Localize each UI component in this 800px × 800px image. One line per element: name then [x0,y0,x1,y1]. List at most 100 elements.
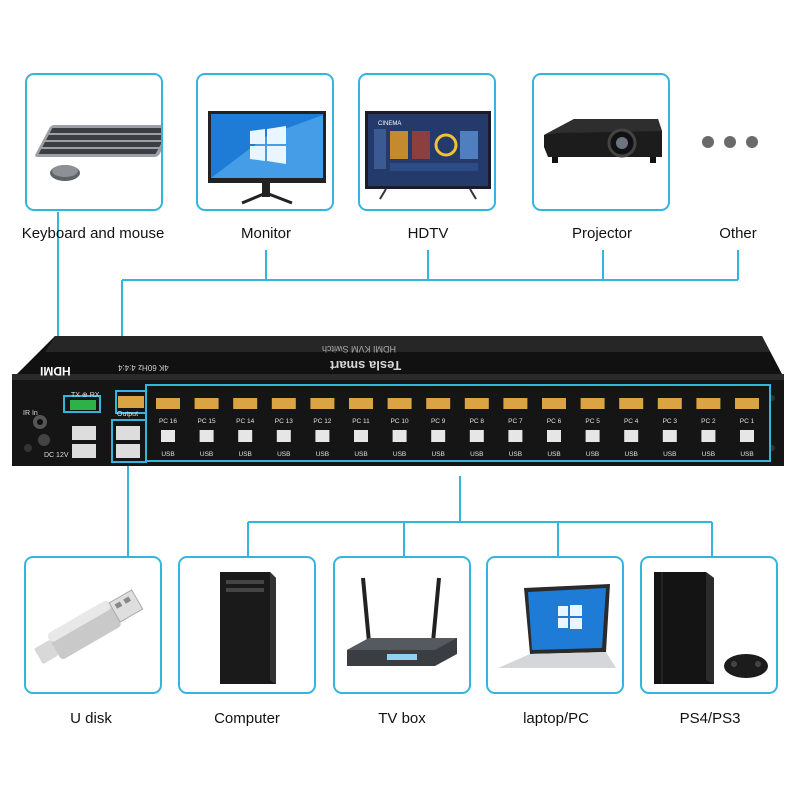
output-label-other: Other [719,225,757,242]
desktop-tower-icon [220,572,276,684]
usb-port-label: USB [702,451,715,458]
usb-port-label: USB [509,451,522,458]
hdmi-port-icon [271,398,296,409]
device-model-text: HDMI KVM Switch [322,344,397,354]
usb-port-label: USB [432,451,445,458]
device-brand-text: Tesla smart [330,358,402,373]
hdmi-port-icon [233,398,258,409]
keyboard-mouse-card [25,73,163,211]
pc-port-label: PC 7 [508,418,523,425]
usb-port-label: USB [200,451,213,458]
usb-drive-card [24,556,162,694]
tv-box-icon [347,577,457,666]
laptop-card [486,556,624,694]
usb-port-label: USB [547,451,560,458]
hdmi-port-icon [542,398,566,409]
usb-port-label: USB [393,451,406,458]
pc-port-label: PC 16 [159,418,177,425]
hdmi-port-icon [580,398,605,409]
pc-port-16: PC 16 USB [156,398,180,458]
hdmi-badge: HDMI [40,364,71,378]
txrx-label: TX ⊕ RX [71,392,100,399]
usb-port-label: USB [316,451,329,458]
input-label-laptop: laptop/PC [523,710,589,727]
hdmi-port-icon [156,398,180,409]
usb-port-label: USB [663,451,676,458]
projector-icon [544,119,662,163]
pc-port-label: PC 1 [740,418,755,425]
hdmi-port-icon [735,398,759,409]
pc-port-label: PC 10 [391,418,409,425]
pc-port-label: PC 11 [352,418,370,425]
tv-box-card [333,556,471,694]
usb-port-label: USB [625,451,638,458]
usb-hub-label: USB [119,451,134,458]
hdtv-card: CINEMA [358,73,496,211]
usb-drive-icon [34,589,144,664]
computer-card [178,556,316,694]
resolution-badge: 4K 60Hz 4:4:4 [118,363,169,372]
pc-port-label: PC 3 [663,418,678,425]
pc-port-4: PC 4 USB [619,398,644,458]
game-console-card [640,556,778,694]
usb-port-label: USB [277,451,290,458]
pc-port-label: PC 13 [275,418,293,425]
pc-port-label: PC 8 [470,418,485,425]
ellipsis-icon [702,136,758,148]
hdmi-port-icon [387,398,412,409]
pc-port-label: PC 4 [624,418,639,425]
hdmi-port-icon [619,398,644,409]
hdmi-port-icon [696,398,721,409]
usb-b-port-icon [585,430,600,442]
tv-screen-title: CINEMA [378,121,401,127]
pc-port-10: PC 10 USB [387,398,412,458]
hdmi-port-icon [426,398,451,409]
usb-b-port-icon [315,430,330,442]
usb-b-port-icon [701,430,716,442]
pc-port-12: PC 12 USB [310,398,335,458]
laptop-icon [498,584,616,668]
usb-b-port-icon [740,430,754,442]
usb-port-label: USB [740,451,753,458]
usb-port-label: USB [586,451,599,458]
game-console-icon [654,572,768,684]
pc-port-7: PC 7 USB [503,398,528,458]
pc-port-label: PC 9 [431,418,446,425]
pc-port-label: PC 14 [236,418,254,425]
usb-b-port-icon [161,430,175,442]
pc-port-3: PC 3 USB [657,398,682,458]
input-label-tv-box: TV box [378,710,426,727]
projector-card [532,73,670,211]
output-label-projector: Projector [571,225,633,242]
pc-port-2: PC 2 USB [696,398,721,458]
output-port-label: Output [117,411,139,418]
usb-b-port-icon [508,430,523,442]
usb-b-port-icon [238,430,253,442]
usb-b-port-icon [276,430,291,442]
pc-port-label: PC 2 [701,418,716,425]
monitor-card [196,73,334,211]
ir-in-label: IR In [23,410,38,417]
pc-port-14: PC 14 USB [233,398,258,458]
usb-b-port-icon [469,430,484,442]
hdmi-port-icon [349,398,373,409]
hdmi-port-icon [194,398,219,409]
usb-port-label: USB [239,451,252,458]
pc-port-13: PC 13 USB [271,398,296,458]
hdmi-port-icon [464,398,489,409]
usb-b-port-icon [624,430,639,442]
usb-port-label: USB [161,451,174,458]
output-label-hdtv: HDTV [407,225,449,242]
pc-port-9: PC 9 USB [426,398,451,458]
usb-b-port-icon [199,430,214,442]
output-label-monitor: Monitor [240,225,292,242]
pc-port-1: PC 1 USB [735,398,759,458]
usb-b-port-icon [354,430,368,442]
input-label-computer: Computer [214,710,280,727]
input-label-game-console: PS4/PS3 [679,710,741,727]
pc-port-label: PC 12 [313,418,331,425]
